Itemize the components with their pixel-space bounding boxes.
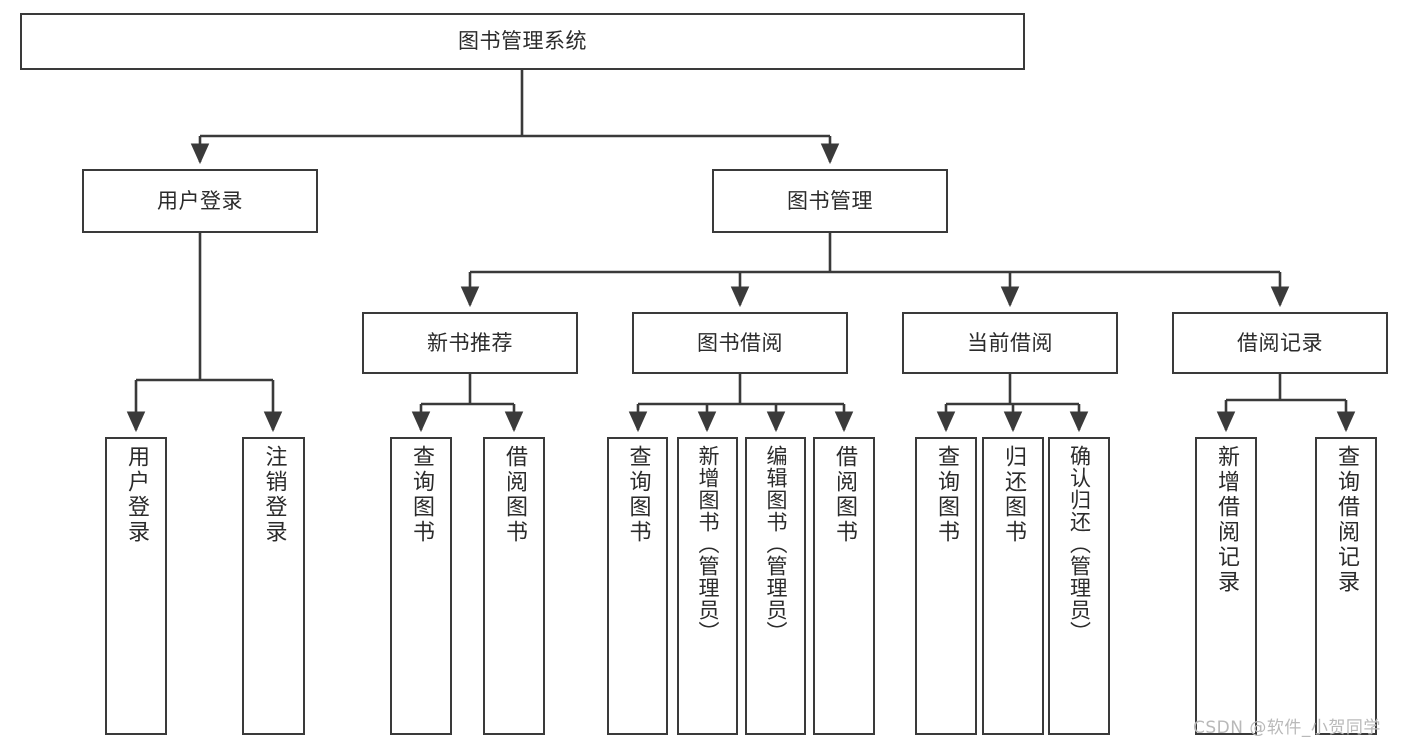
node-leaf-query-book-borrow[interactable]: 查询图书 xyxy=(607,437,668,735)
node-leaf-add-book[interactable]: 新增图书（管理员） xyxy=(677,437,738,735)
node-leaf-add-record[interactable]: 新增借阅记录 xyxy=(1195,437,1257,735)
node-leaf-confirm-return-label: 确认归还（管理员） xyxy=(1067,445,1092,643)
node-leaf-borrow-book-rec-label: 借阅图书 xyxy=(502,445,527,545)
node-leaf-return-book-label: 归还图书 xyxy=(1001,445,1026,545)
node-book-manage[interactable]: 图书管理 xyxy=(712,169,948,233)
node-leaf-query-book-rec-label: 查询图书 xyxy=(409,445,434,545)
watermark: CSDN @软件_小贺同学 xyxy=(1193,718,1381,738)
node-root-label: 图书管理系统 xyxy=(458,29,587,54)
node-leaf-user-login[interactable]: 用户登录 xyxy=(105,437,167,735)
node-leaf-query-record[interactable]: 查询借阅记录 xyxy=(1315,437,1377,735)
node-root[interactable]: 图书管理系统 xyxy=(20,13,1025,70)
node-leaf-confirm-return[interactable]: 确认归还（管理员） xyxy=(1048,437,1110,735)
node-borrow-record[interactable]: 借阅记录 xyxy=(1172,312,1388,374)
node-new-book-rec-label: 新书推荐 xyxy=(427,330,513,355)
node-borrow-record-label: 借阅记录 xyxy=(1237,330,1323,355)
node-leaf-borrow-book[interactable]: 借阅图书 xyxy=(813,437,875,735)
node-current-borrow[interactable]: 当前借阅 xyxy=(902,312,1118,374)
node-leaf-user-login-label: 用户登录 xyxy=(124,445,149,545)
node-new-book-rec[interactable]: 新书推荐 xyxy=(362,312,578,374)
node-leaf-return-book[interactable]: 归还图书 xyxy=(982,437,1044,735)
node-leaf-query-book-borrow-label: 查询图书 xyxy=(625,445,651,545)
node-leaf-edit-book-label: 编辑图书（管理员） xyxy=(764,445,788,643)
node-leaf-logout[interactable]: 注销登录 xyxy=(242,437,305,735)
node-leaf-edit-book[interactable]: 编辑图书（管理员） xyxy=(745,437,806,735)
node-leaf-query-record-label: 查询借阅记录 xyxy=(1334,445,1359,595)
node-book-manage-label: 图书管理 xyxy=(787,188,873,213)
node-current-borrow-label: 当前借阅 xyxy=(967,330,1053,355)
node-user-login[interactable]: 用户登录 xyxy=(82,169,318,233)
node-book-borrow-label: 图书借阅 xyxy=(697,330,783,355)
node-leaf-logout-label: 注销登录 xyxy=(261,445,287,545)
node-leaf-borrow-book-rec[interactable]: 借阅图书 xyxy=(483,437,545,735)
node-leaf-add-book-label: 新增图书（管理员） xyxy=(696,445,720,643)
node-book-borrow[interactable]: 图书借阅 xyxy=(632,312,848,374)
node-leaf-query-book-cur-label: 查询图书 xyxy=(934,445,959,545)
node-user-login-label: 用户登录 xyxy=(157,188,243,213)
node-leaf-query-book-rec[interactable]: 查询图书 xyxy=(390,437,452,735)
node-leaf-add-record-label: 新增借阅记录 xyxy=(1214,445,1239,595)
node-leaf-borrow-book-label: 借阅图书 xyxy=(832,445,857,545)
node-leaf-query-book-cur[interactable]: 查询图书 xyxy=(915,437,977,735)
